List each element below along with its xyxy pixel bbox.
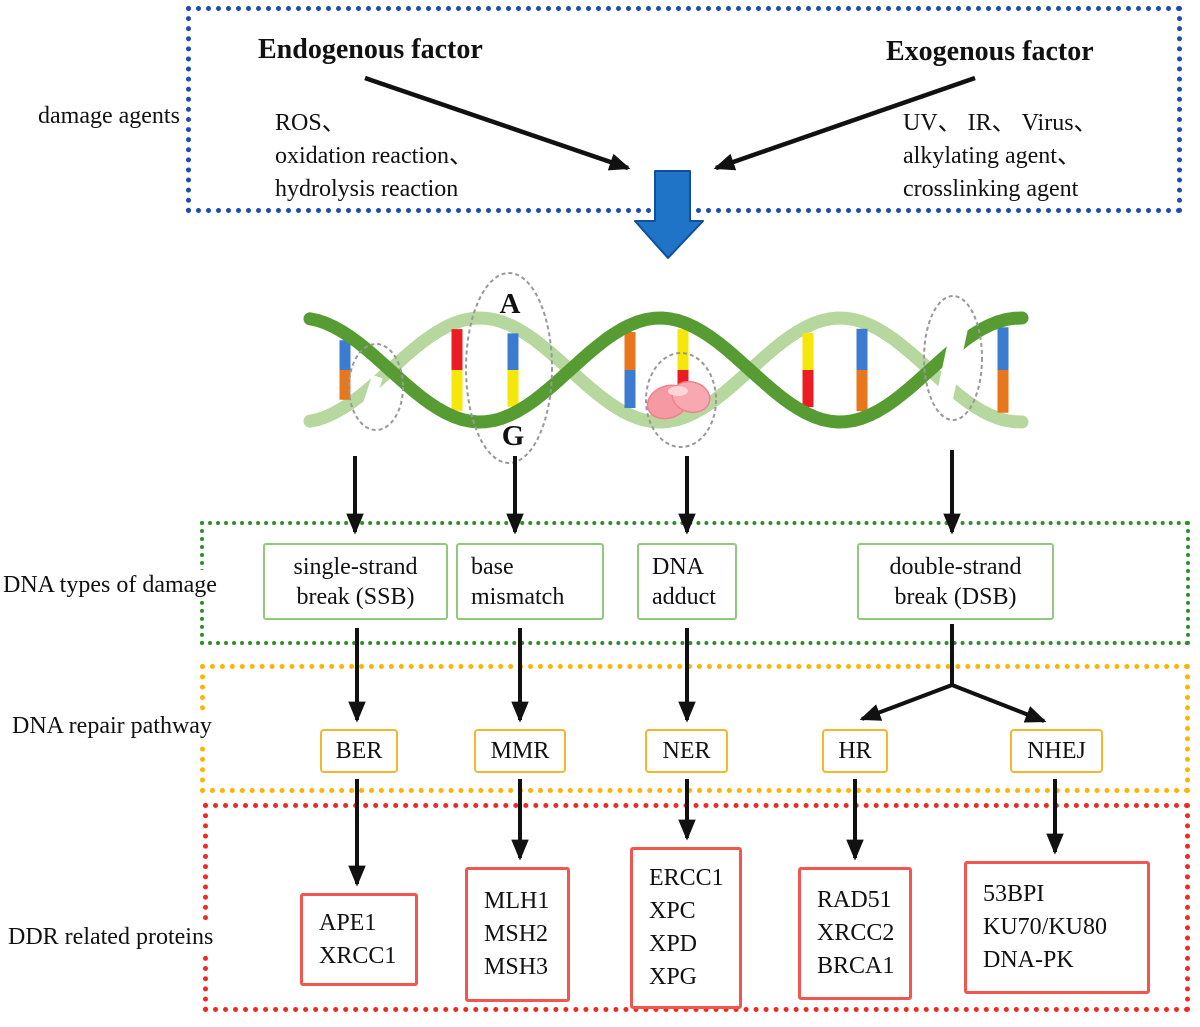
protein-box-hr: RAD51 XRCC2 BRCA1: [798, 867, 912, 1000]
base-letter-a: A: [500, 288, 521, 320]
base-pair-bar: [624, 331, 636, 370]
endogenous-factor-list: ROS、 oxidation reaction、 hydrolysis reac…: [275, 107, 473, 206]
base-pair-bar: [802, 332, 814, 370]
protein-line: XPG: [649, 964, 698, 990]
protein-line: BRCA1: [817, 953, 895, 979]
protein-line: XRCC1: [319, 942, 397, 969]
repair-box-ber: BER: [320, 729, 398, 773]
damage-type-box-dsb: double-strand break (DSB): [857, 543, 1054, 620]
dna-strand: [303, 311, 1029, 429]
protein-box-ber: APE1 XRCC1: [300, 893, 418, 986]
base-pair-bar: [997, 327, 1009, 370]
mismatch-line1: base: [471, 553, 514, 580]
base-pair-bar: [802, 370, 814, 408]
protein-line: MSH3: [484, 954, 549, 980]
ssb-line1: single-strand: [293, 553, 418, 580]
base-pair-bar: [856, 328, 868, 370]
mismatch-line2: mismatch: [471, 583, 565, 610]
protein-line: DNA-PK: [983, 947, 1074, 973]
base-pair-bar: [997, 370, 1009, 413]
protein-line: XRCC2: [817, 920, 895, 946]
dsb-line1: double-strand: [889, 553, 1022, 580]
protein-line: RAD51: [817, 887, 892, 913]
damage-type-box-ssb: single-strand break (SSB): [263, 543, 448, 620]
ssb-line2: break (SSB): [296, 583, 415, 610]
protein-box-mmr: MLH1 MSH2 MSH3: [465, 867, 570, 1002]
mismatch-ellipse: [465, 272, 553, 464]
damage-type-box-adduct: DNA adduct: [637, 543, 737, 620]
single-strand-break-gap: [362, 374, 383, 409]
base-pair-bar: [624, 370, 636, 409]
repair-box-ner: NER: [645, 729, 728, 773]
adduct-line1: DNA: [652, 553, 704, 580]
damage-agents-label: damage agents: [38, 101, 186, 132]
repair-box-nhej: NHEJ: [1010, 729, 1103, 773]
protein-line: APE1: [319, 909, 377, 936]
repair-pathway-label: DNA repair pathway: [12, 711, 218, 742]
base-pair-bar: [507, 370, 519, 407]
base-pair-bar: [339, 370, 351, 400]
base-letter-g: G: [502, 420, 525, 452]
base-pair-bar: [677, 329, 689, 370]
protein-line: MLH1: [484, 888, 550, 914]
protein-line: MSH2: [484, 921, 549, 947]
protein-line: ERCC1: [649, 865, 724, 891]
double-strand-break-gap: [926, 295, 975, 445]
ssb-ellipse: [348, 343, 404, 431]
exogenous-item: alkylating agent、: [903, 143, 1081, 169]
base-pair-bar: [339, 340, 351, 370]
dna-adduct-blob: [646, 380, 711, 420]
base-pair-bar: [677, 370, 689, 411]
dsb-ellipse: [923, 295, 983, 421]
dsb-line2: break (DSB): [894, 583, 1017, 610]
endogenous-item: oxidation reaction、: [275, 143, 473, 169]
exogenous-item: UV、 IR、 Virus、: [903, 110, 1098, 136]
exogenous-factor-list: UV、 IR、 Virus、 alkylating agent、 crossli…: [903, 107, 1098, 206]
repair-box-hr: HR: [822, 729, 888, 773]
protein-box-ner: ERCC1 XPC XPD XPG: [630, 847, 742, 1009]
exogenous-item: crosslinking agent: [903, 176, 1079, 202]
repair-box-mmr: MMR: [474, 729, 566, 773]
protein-line: XPC: [649, 898, 696, 924]
dna-helix: [303, 311, 1029, 429]
adduct-line2: adduct: [652, 583, 716, 610]
endogenous-item: ROS、: [275, 110, 346, 136]
adduct-ellipse: [645, 352, 717, 448]
protein-line: 53BPI: [983, 881, 1045, 907]
base-pair-bar: [451, 370, 463, 411]
endogenous-factor-title: Endogenous factor: [258, 34, 483, 65]
base-pair-bar: [856, 370, 868, 412]
base-pair-bar: [451, 329, 463, 370]
protein-line: KU70/KU80: [983, 914, 1107, 940]
protein-line: XPD: [649, 931, 698, 957]
ddr-proteins-label: DDR related proteins: [8, 922, 220, 953]
base-pair-bar: [507, 333, 519, 370]
exogenous-factor-title: Exogenous factor: [886, 36, 1094, 67]
endogenous-item: hydrolysis reaction: [275, 176, 459, 202]
damage-types-label: DNA types of damage: [3, 570, 223, 601]
ddr-proteins-band: [203, 803, 1190, 1012]
damage-type-box-mismatch: base mismatch: [456, 543, 604, 620]
protein-box-nhej: 53BPI KU70/KU80 DNA-PK: [964, 861, 1150, 994]
dna-strand: [303, 311, 1029, 429]
